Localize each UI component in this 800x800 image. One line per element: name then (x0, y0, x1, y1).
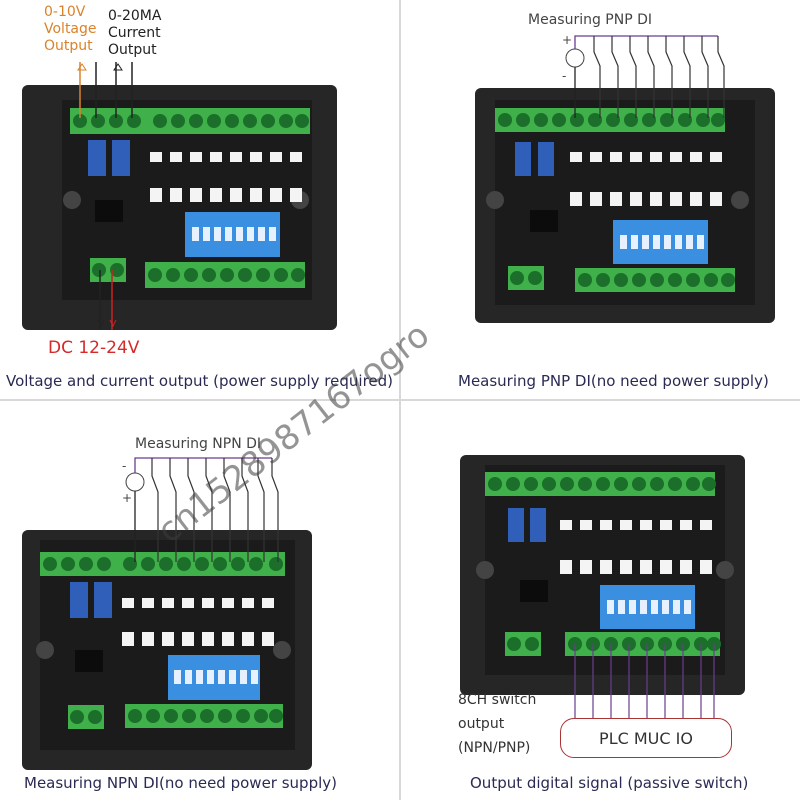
caption-pnp: Measuring PNP DI(no need power supply) (458, 372, 769, 390)
board-photo-voltage-current (22, 62, 337, 330)
switch-output-label: 8CH switch output (NPN/PNP) (458, 688, 536, 760)
plc-io-box: PLC MUC IO (560, 718, 732, 758)
board-photo-npn: - + (22, 457, 312, 770)
voltage-label-line-1: 0-10V (44, 4, 86, 20)
dip-switch (185, 212, 280, 257)
power-supply-label: DC 12-24V (48, 338, 140, 358)
current-label-line-1: 0-20MA (108, 8, 162, 24)
caption-voltage-current: Voltage and current output (power supply… (6, 372, 394, 390)
npn-top-label: Measuring NPN DI (135, 436, 262, 452)
pot-voltage (88, 140, 106, 176)
pnp-top-label: Measuring PNP DI (528, 12, 653, 28)
caption-switch: Output digital signal (passive switch) (470, 774, 749, 792)
voltage-label-line-2: Voltage (44, 21, 97, 37)
panel-voltage-current: 0-10V Voltage Output 0-20MA Current Outp… (0, 0, 400, 400)
caption-npn: Measuring NPN DI(no need power supply) (24, 774, 337, 792)
panel-switch: 8CH switch output (NPN/PNP) Output digit… (400, 400, 800, 800)
switch-label-line-1: 8CH switch (458, 692, 537, 708)
svg-text:-: - (122, 459, 126, 473)
pnp-source-circle (565, 48, 585, 68)
switch-label-line-2: output (458, 716, 505, 732)
current-label-line-2: Current (108, 25, 161, 41)
board-photo-pnp: + - (475, 33, 775, 323)
current-output-label: 0-20MA Current Output (108, 8, 161, 59)
board-photo-switch (460, 455, 745, 718)
switch-label-line-3: (NPN/PNP) (458, 740, 531, 756)
svg-text:+: + (562, 33, 572, 47)
npn-source-circle (125, 472, 145, 492)
svg-text:-: - (562, 69, 566, 83)
voltage-label-line-3: Output (44, 38, 93, 54)
panel-pnp: + - Measuring PNP DI Measuring PNP DI(no… (400, 0, 800, 400)
current-label-line-3: Output (108, 42, 157, 58)
voltage-output-label: 0-10V Voltage Output (44, 4, 97, 55)
ic-chip (95, 200, 123, 222)
svg-text:+: + (122, 491, 132, 505)
pot-current (112, 140, 130, 176)
panel-npn: - + Measuring NPN DI Measuring NPN DI(no… (0, 400, 400, 800)
horizontal-divider (0, 399, 800, 401)
